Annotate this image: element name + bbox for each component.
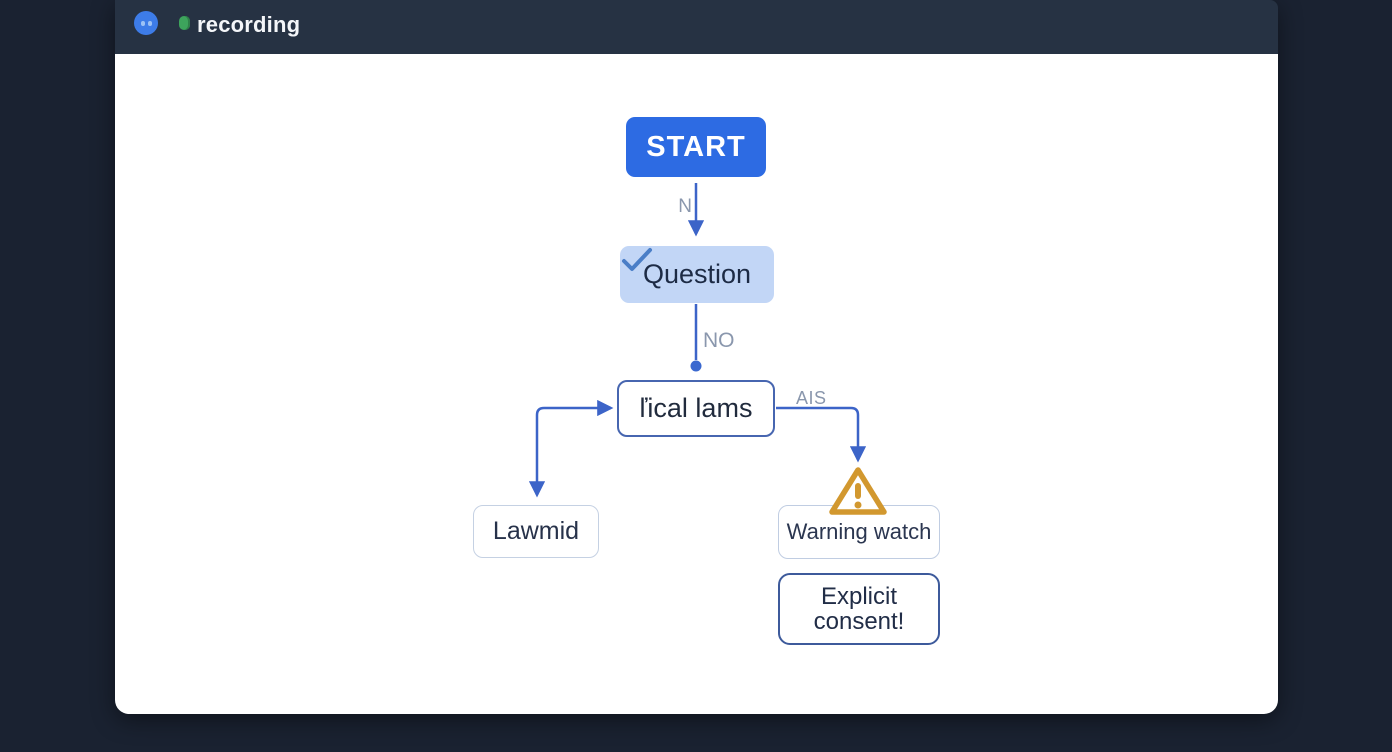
robot-face-icon[interactable] (134, 11, 158, 35)
app-icon-dot (147, 20, 152, 26)
app-window: recording (115, 0, 1278, 714)
flowchart-node-warning-watch[interactable]: Warning watch (778, 505, 940, 559)
app-icon-dot (140, 20, 145, 26)
flowchart-node-start[interactable]: START (626, 117, 766, 177)
flowchart-node-lawmid[interactable]: Lawmid (473, 505, 599, 558)
recording-status-icon (179, 16, 190, 30)
edge-label-n: N (678, 196, 692, 217)
window-titlebar: recording (115, 0, 1278, 54)
edge-label-ais: AIS (796, 388, 827, 408)
window-title: recording (197, 12, 301, 37)
edge-label-no: NO (703, 329, 735, 352)
flowchart-node-question[interactable]: Question (620, 246, 774, 303)
flowchart-node-explicit-consent[interactable]: Explicit consent! (778, 573, 940, 645)
flowchart-node-question-label: Question (642, 259, 752, 289)
flowchart-node-ethical[interactable]: ľical lams (617, 380, 775, 437)
